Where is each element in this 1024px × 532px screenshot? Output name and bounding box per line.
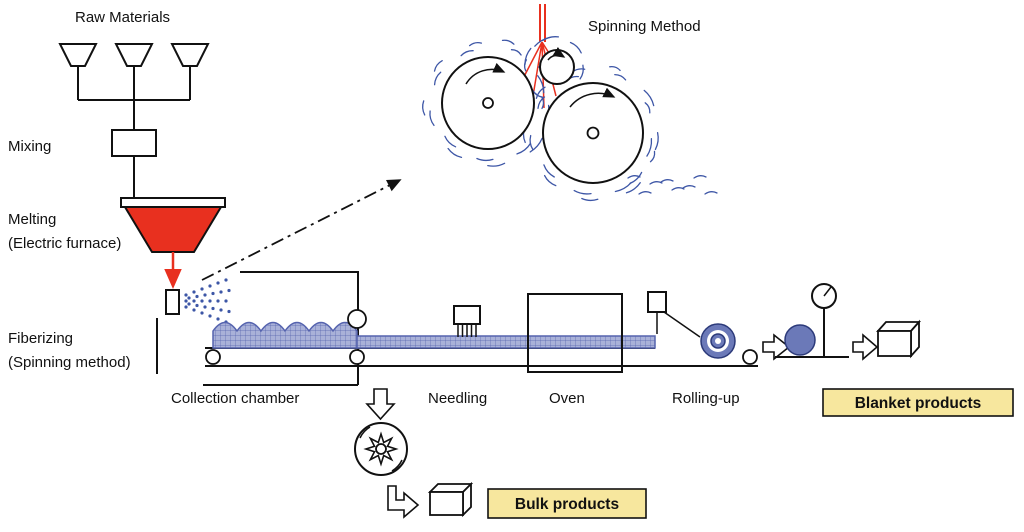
spinning-method-label: Spinning Method bbox=[588, 18, 701, 35]
press-gauge-station bbox=[775, 283, 849, 358]
electric-furnace-icon bbox=[123, 206, 223, 253]
hopper-icon bbox=[170, 43, 210, 67]
rollers bbox=[205, 309, 758, 365]
melting-label-1: Melting bbox=[8, 211, 56, 228]
callout-arrow bbox=[201, 179, 402, 281]
bulk-product bbox=[427, 481, 474, 518]
roller-icon bbox=[205, 349, 221, 365]
conveyor-belt-lines bbox=[205, 347, 758, 367]
hopper-icon bbox=[58, 43, 98, 67]
rotation-arrow-small bbox=[547, 46, 566, 61]
fiberizing-label-2: (Spinning method) bbox=[8, 354, 131, 371]
mixing-label: Mixing bbox=[8, 138, 51, 155]
melting-label-2: (Electric furnace) bbox=[8, 235, 121, 252]
needles bbox=[457, 324, 477, 337]
roller-icon bbox=[349, 349, 365, 365]
pressed-roll-icon bbox=[784, 324, 816, 356]
fiberizing-label-1: Fiberizing bbox=[8, 330, 73, 347]
bent-arrow-icon bbox=[387, 485, 420, 519]
melt-feed-lines bbox=[539, 4, 546, 42]
roll-core bbox=[715, 338, 721, 344]
fiber-mat bbox=[212, 321, 656, 349]
down-arrow-icon bbox=[365, 388, 396, 421]
oven-label: Oven bbox=[549, 390, 585, 407]
raw-materials-section: Raw Materials bbox=[58, 9, 210, 130]
axle-right bbox=[586, 126, 600, 140]
bulk-products-callout: Bulk products bbox=[487, 488, 647, 519]
flow-arrow-icon bbox=[762, 333, 791, 361]
bulk-products-highlight bbox=[487, 488, 647, 519]
bulk-products-label: Bulk products bbox=[515, 496, 619, 513]
needling-head-icon bbox=[453, 305, 481, 325]
raw-materials-label: Raw Materials bbox=[75, 9, 170, 26]
hopper-feed-lines bbox=[77, 66, 191, 130]
rolling-up-label: Rolling-up bbox=[672, 390, 740, 407]
nip-roller-icon bbox=[347, 309, 367, 329]
fiberizing-section: Fiberizing (Spinning method) bbox=[8, 278, 231, 371]
hopper-icon bbox=[114, 43, 154, 67]
blanket-products-callout: Blanket products bbox=[822, 388, 1014, 417]
guide-lines bbox=[656, 311, 701, 338]
blanket-product bbox=[875, 319, 922, 359]
blanket-products-label: Blanket products bbox=[855, 395, 982, 412]
guide-unit bbox=[647, 291, 701, 338]
gauge-needle bbox=[823, 286, 832, 297]
bulk-fiberizer bbox=[354, 422, 408, 476]
roller-icon bbox=[742, 349, 758, 365]
collection-chamber-label: Collection chamber bbox=[171, 390, 299, 407]
fiber-spray bbox=[184, 278, 231, 324]
rotation-arrow-left bbox=[465, 62, 506, 85]
guide-head-icon bbox=[647, 291, 667, 313]
chopper-vanes bbox=[359, 426, 403, 472]
spinning-nozzle-icon bbox=[165, 289, 180, 315]
rotation-arrow-right bbox=[569, 87, 616, 108]
box-front bbox=[429, 491, 464, 516]
oven-section: Oven bbox=[527, 293, 623, 407]
compressed-mat bbox=[356, 335, 656, 349]
mixing-section: Mixing bbox=[8, 129, 157, 200]
mixer-icon bbox=[111, 129, 157, 157]
blanket-products-highlight bbox=[822, 388, 1014, 417]
furnace-rim bbox=[120, 197, 226, 208]
chopper-hub bbox=[375, 443, 387, 455]
flow-arrow-icon bbox=[852, 333, 879, 361]
oven-icon bbox=[527, 293, 623, 373]
spinning-method-detail: Spinning Method bbox=[422, 4, 718, 202]
needling-label: Needling bbox=[428, 390, 487, 407]
box-front bbox=[877, 330, 912, 357]
needling-section: Needling bbox=[428, 305, 487, 407]
axle-left bbox=[482, 97, 494, 109]
loose-mat-in-chamber bbox=[212, 321, 358, 349]
melting-section: Melting (Electric furnace) bbox=[8, 197, 226, 289]
gauge-stand bbox=[775, 308, 849, 358]
rolling-up-section: Rolling-up bbox=[672, 323, 740, 407]
